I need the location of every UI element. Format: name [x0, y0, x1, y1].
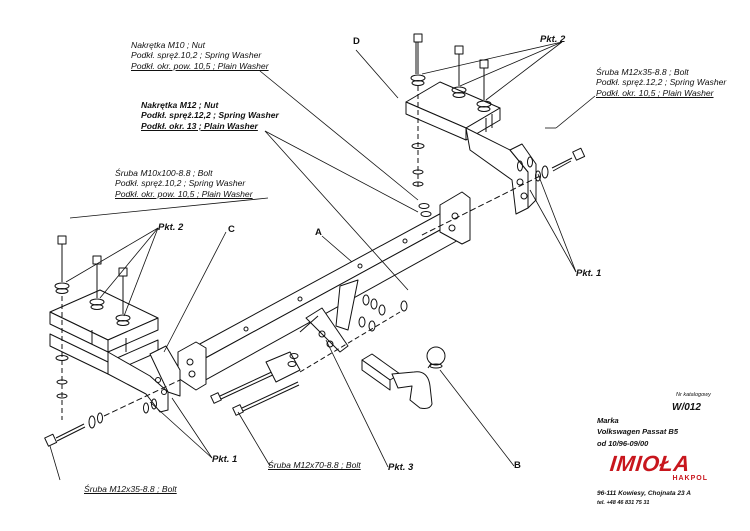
callout-nut-m10: Nakrętka M10 ; Nut Podkł. spręż.10,2 ; S…	[131, 40, 269, 71]
part-letter-b: B	[514, 460, 521, 471]
part-letter-a: A	[315, 227, 322, 238]
tow-ball-arm	[361, 346, 446, 409]
callout-bolt-m12x35-right-line2: Podkł. spręż.12,2 ; Spring Washer	[596, 77, 727, 88]
pkt-tag-left: Pkt. 2	[158, 222, 184, 233]
pkt-tag-right: Pkt. 1	[576, 268, 602, 279]
bolts-top-right	[410, 33, 492, 217]
callout-bolt-m12x70-line1: Śruba M12x70-8.8 ; Bolt	[268, 460, 361, 470]
callout-bolt-m10x100-line3: Podkł. okr. pow. 10,5 ; Plain Washer	[115, 188, 253, 199]
imiola-logo: IMIOŁA HAKPOL	[608, 451, 710, 487]
callout-nut-m12-line3: Podkł. okr. 13 ; Plain Washer	[141, 120, 258, 131]
callout-nut-m12: Nakrętka M12 ; Nut Podkł. spręż.12,2 ; S…	[141, 100, 279, 131]
brand-label: Marka	[597, 416, 619, 425]
logo-name: IMIOŁA	[608, 451, 692, 476]
callout-bolt-m12x35-right-line1: Śruba M12x35-8.8 ; Bolt	[596, 67, 689, 77]
pkt-tag-top-right: Pkt. 2	[540, 34, 566, 45]
main-crossbar	[177, 191, 471, 391]
callout-bolt-m10x100-line1: Śruba M10x100-8.8 ; Bolt	[115, 168, 213, 178]
bolt-right-horizontal	[419, 147, 586, 237]
bolt-bottom-left	[44, 379, 181, 447]
ball-mount-plate	[210, 279, 408, 416]
callout-nut-m10-line1: Nakrętka M10 ; Nut	[131, 40, 206, 50]
company-phone: tel. +48 46 831 75 31	[597, 500, 650, 506]
leader-lines	[49, 41, 596, 481]
left-bracket	[49, 289, 181, 413]
company-address: 96-111 Kowiesy, Chojnata 23 A	[597, 490, 691, 497]
pkt-tag-bottom-left: Pkt. 1	[212, 454, 238, 465]
callout-nut-m12-line1: Nakrętka M12 ; Nut	[141, 100, 219, 110]
catalog-label: Nr katalogowy	[676, 392, 711, 398]
callout-nut-m10-line2: Podkł. spręż.10,2 ; Spring Washer	[131, 50, 262, 61]
callout-bolt-m12x35-right-line3: Podkł. okr. 10,5 ; Plain Washer	[596, 87, 714, 98]
logo-sub: HAKPOL	[672, 475, 708, 482]
brand-model: Volkswagen Passat B5	[597, 427, 679, 436]
callout-bolt-m12x35-left: Śruba M12x35-8.8 ; Bolt	[84, 484, 177, 494]
part-letter-d: D	[353, 36, 360, 47]
callout-bolt-m10x100-line2: Podkł. spręż.10,2 ; Spring Washer	[115, 178, 246, 189]
right-bracket	[405, 81, 537, 215]
callout-bolt-m12x70: Śruba M12x70-8.8 ; Bolt	[268, 460, 361, 470]
callout-bolt-m12x35-right: Śruba M12x35-8.8 ; Bolt Podkł. spręż.12,…	[596, 67, 726, 98]
part-letter-c: C	[228, 224, 235, 235]
bolts-left	[54, 235, 131, 420]
catalog-number: W/012	[672, 402, 701, 413]
pkt-tag-bottom-center: Pkt. 3	[388, 462, 414, 473]
callout-bolt-m12x35-left-line1: Śruba M12x35-8.8 ; Bolt	[84, 484, 177, 494]
callout-bolt-m10x100: Śruba M10x100-8.8 ; Bolt Podkł. spręż.10…	[115, 168, 253, 199]
callout-nut-m10-line3: Podkł. okr. pow. 10,5 ; Plain Washer	[131, 60, 269, 71]
production-years: od 10/96-09/00	[597, 439, 649, 448]
callout-nut-m12-line2: Podkł. spręż.12,2 ; Spring Washer	[141, 110, 279, 121]
